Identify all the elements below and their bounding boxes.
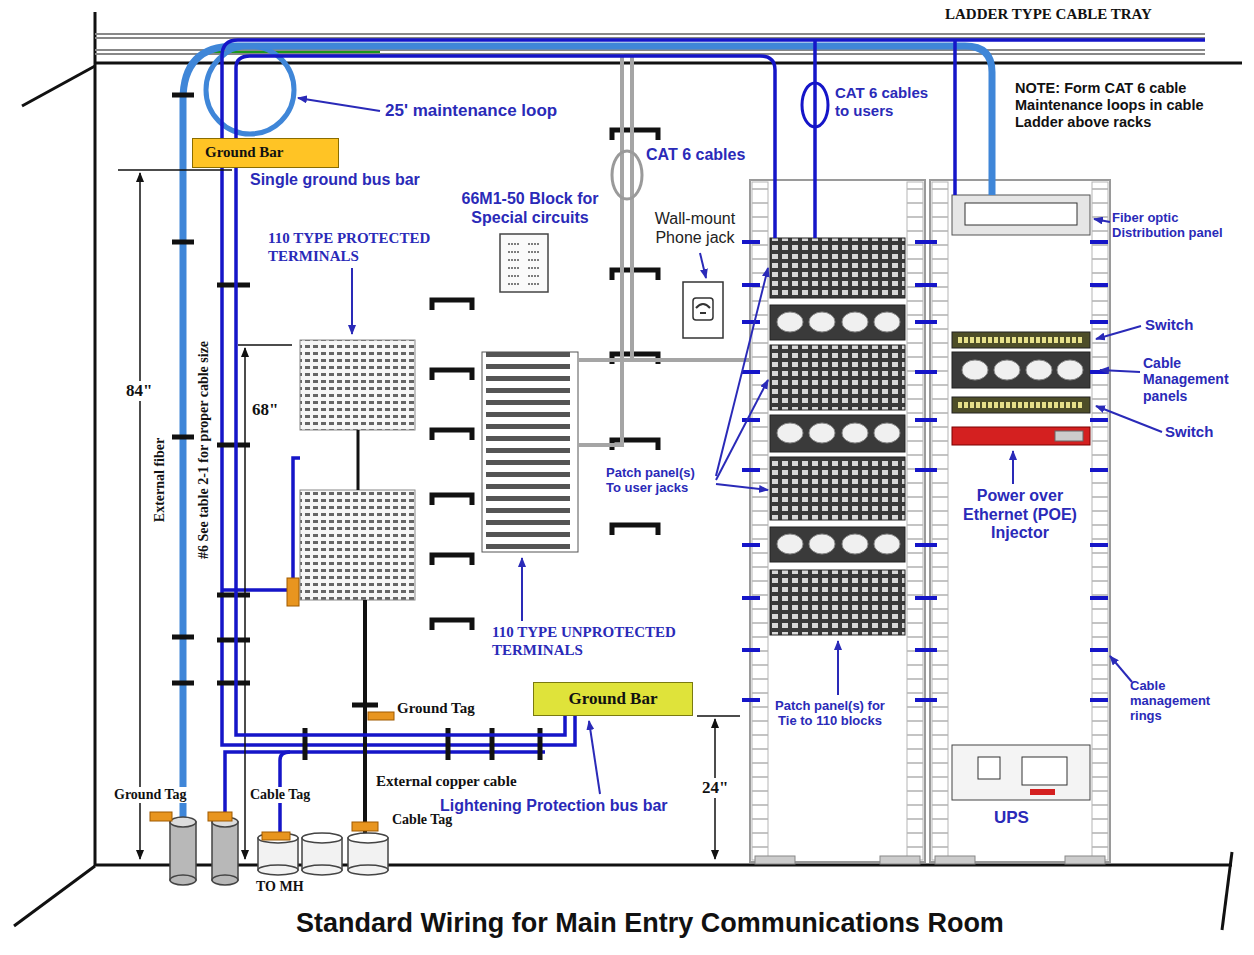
callout-label: Patch panel(s) To user jacks (606, 465, 706, 495)
tag-label: Ground Tag (112, 787, 189, 803)
leader-arrows (298, 98, 1162, 794)
equipment-label: UPS (994, 808, 1029, 828)
tag-label: Cable Tag (248, 787, 312, 803)
tag-label: Ground Tag (397, 700, 475, 718)
room-outline (14, 12, 1242, 930)
callout-label: Fiber optic Distribution panel (1112, 210, 1246, 240)
callout-label: Single ground bus bar (250, 171, 420, 190)
dimension-label: 24" (700, 778, 730, 798)
callout-label: Patch panel(s) for Tie to 110 blocks (770, 698, 890, 728)
cat6-cables (578, 54, 750, 445)
cable-management-rings (742, 242, 1108, 700)
callout-label: CAT 6 cables to users (835, 84, 941, 119)
cable-note: #6 See table 2-1 for proper cable size (196, 341, 212, 559)
maintenance-loop (206, 46, 294, 134)
dimension-label: 84" (124, 381, 154, 401)
ground-bar: Ground Bar (192, 138, 339, 168)
dimension-lines (118, 170, 740, 859)
diagram-title: Standard Wiring for Main Entry Communica… (150, 908, 1150, 940)
callout-label: CAT 6 cables (646, 146, 745, 165)
wall-hardware (300, 234, 723, 600)
cable-label: External fiber (152, 438, 168, 522)
equipment-racks (750, 180, 1110, 864)
external-fiber (183, 46, 992, 822)
callout-label: Cable management rings (1130, 678, 1242, 724)
callout-label: 110 TYPE UNPROTECTED TERMINALS (492, 624, 702, 659)
dimension-label: 68" (252, 400, 278, 420)
node-label: Ground Bar (205, 144, 284, 161)
tag-label: Cable Tag (392, 812, 452, 828)
callout-label: Wall-mount Phone jack (641, 210, 749, 247)
node-label: Ground Bar (569, 689, 658, 709)
blue-cables (222, 40, 1205, 835)
callout-label: 25' maintenance loop (385, 101, 557, 121)
tray-label: LADDER TYPE CABLE TRAY (945, 6, 1152, 24)
note-text: NOTE: Form CAT 6 cable Maintenance loops… (1015, 80, 1230, 131)
callout-label: Cable Management panels (1143, 355, 1247, 404)
callout-label: Switch (1165, 423, 1213, 441)
callout-label: 66M1-50 Block for Special circuits (440, 190, 620, 227)
callout-label: Lightening Protection bus bar (440, 797, 668, 816)
cable-hooks (432, 130, 658, 630)
callout-label: 110 TYPE PROTECTED TERMINALS (268, 230, 458, 265)
cable-label: External copper cable (376, 773, 517, 791)
conduit-label: TO MH (256, 879, 304, 895)
callout-label: Power over Ethernet (POE) Injector (950, 487, 1090, 543)
copper-cable (358, 430, 365, 836)
callout-label: Switch (1145, 316, 1193, 334)
conduits (170, 817, 388, 885)
lightning-ground-bar: Ground Bar (533, 682, 693, 716)
